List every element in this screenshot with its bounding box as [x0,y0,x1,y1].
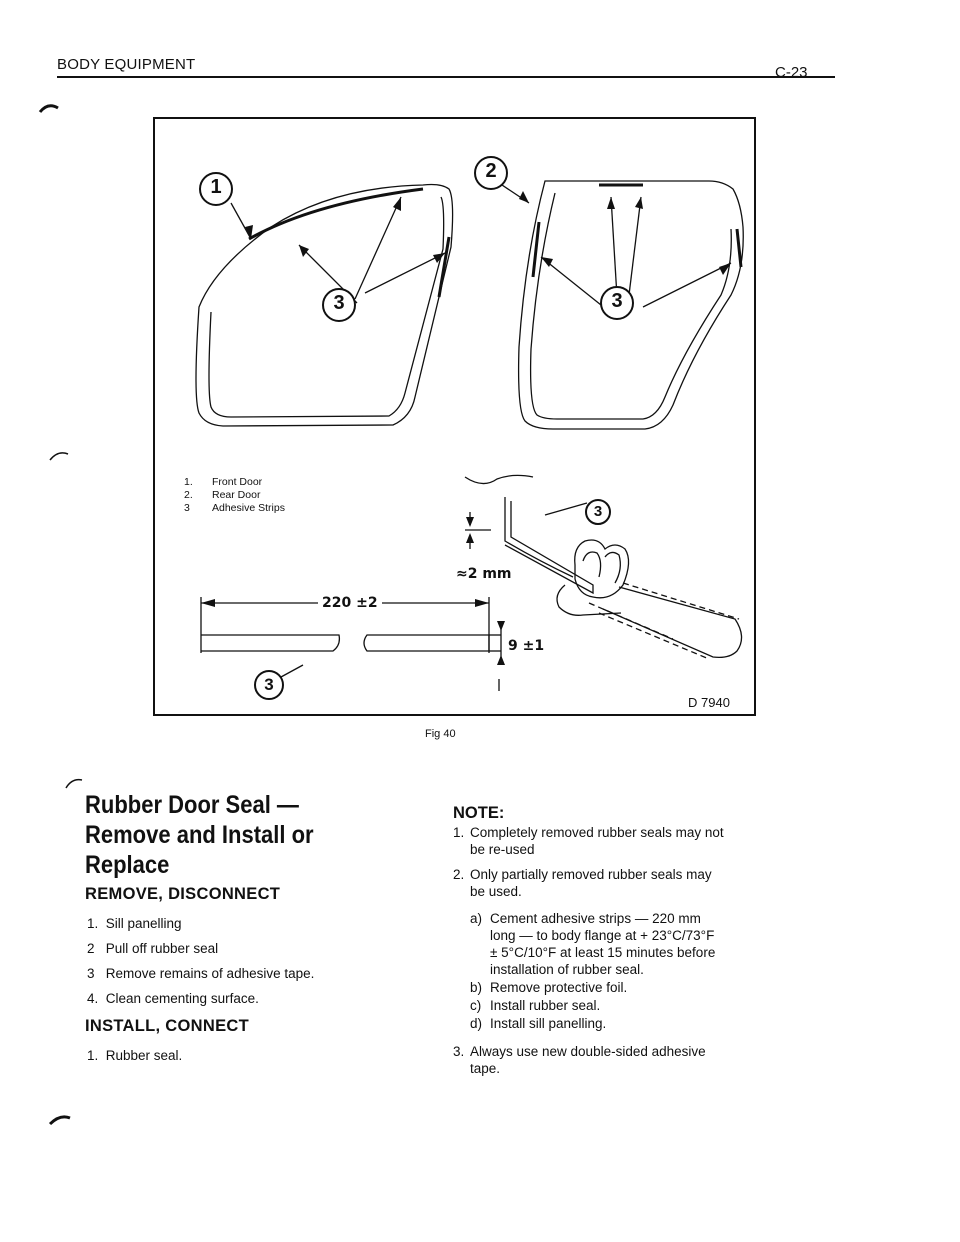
callout-circle-3a [322,288,356,322]
install-heading: INSTALL, CONNECT [85,1017,249,1035]
dimension-gap: ≈2 mm [456,566,512,582]
rear-door-outline [517,180,744,430]
header-rule [57,76,835,78]
legend-item: 2.Rear Door [184,489,261,501]
callout-circle-1 [199,172,233,206]
remove-step: 2 Pull off rubber seal [87,941,219,956]
note-subitem-d: d)Install sill panelling. [470,1016,607,1031]
install-step: 1. Rubber seal. [87,1048,183,1063]
callout-rear-door: 2 [485,160,497,182]
dimension-length: 220 ±2 [318,595,382,611]
margin-mark-2 [49,452,69,461]
margin-mark-1 [38,104,59,113]
dimension-width: 9 ±1 [508,638,545,654]
note-item-2: 2.Only partially removed rubber seals ma… [453,867,712,899]
note-subitem-c: c)Install rubber seal. [470,998,601,1013]
rear-door-inner [529,192,732,420]
figure-caption: Fig 40 [425,728,456,740]
callout-strip-length: 3 [264,675,274,694]
door-seal-illustration [195,156,744,700]
callout-circle-2 [474,156,508,190]
callout-strips-rear: 3 [611,290,623,312]
remove-step: 3 Remove remains of adhesive tape. [87,966,315,981]
callout-front-door: 1 [210,176,222,198]
page-number: C-23 [775,64,808,81]
callout-circle-3d [254,670,284,700]
remove-step: 1. Sill panelling [87,916,182,931]
note-title: NOTE: [453,804,505,822]
remove-heading: REMOVE, DISCONNECT [85,885,281,903]
callout-strips-front: 3 [333,292,345,314]
callout-circle-3b [600,286,634,320]
note-subitem-a: a) Cement adhesive strips — 220 mm long … [470,911,716,977]
callout-circle-3c [585,499,611,525]
margin-mark-3 [65,778,83,789]
callout-strip-detail: 3 [593,503,603,520]
legend-item: 1.Front Door [184,476,263,488]
note-item-1: 1.Completely removed rubber seals may no… [453,825,724,857]
procedure-title: Rubber Door Seal — Remove and Install or… [85,791,314,879]
figure-id: D 7940 [688,695,730,710]
margin-mark-4 [48,1115,71,1126]
remove-step: 4. Clean cementing surface. [87,991,259,1006]
section-title: BODY EQUIPMENT [57,56,196,73]
note-subitem-b: b)Remove protective foil. [470,980,628,995]
front-door-inner [208,196,445,418]
figure-frame [153,117,756,716]
